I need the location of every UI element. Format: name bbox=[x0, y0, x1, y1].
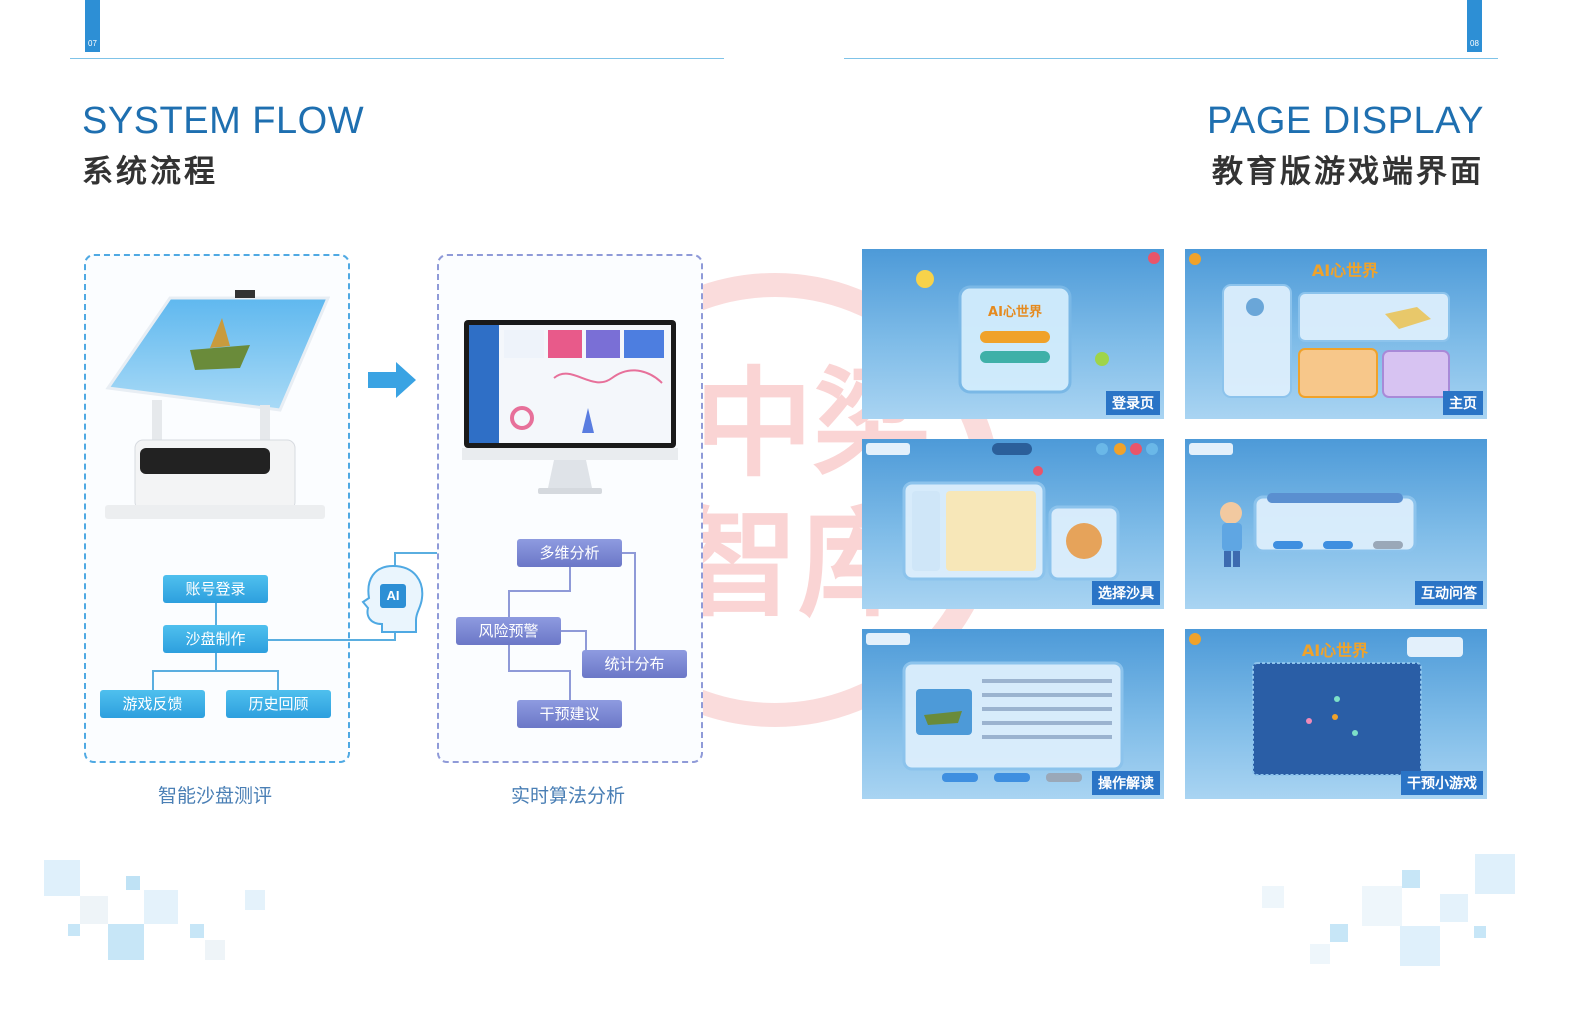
section-title-en-left: SYSTEM FLOW bbox=[82, 100, 365, 142]
screen-interpretation: 操作解读 bbox=[862, 629, 1164, 799]
decor-square bbox=[205, 940, 225, 960]
screen-label: 登录页 bbox=[1106, 391, 1160, 415]
decor-square bbox=[1440, 894, 1468, 922]
connector bbox=[585, 630, 587, 650]
connector bbox=[152, 670, 278, 672]
flow-multi-analysis: 多维分析 bbox=[517, 539, 622, 567]
flow-intervention: 干预建议 bbox=[517, 700, 622, 728]
decor-square bbox=[80, 896, 108, 924]
decor-square bbox=[190, 924, 204, 938]
decor-square bbox=[1402, 870, 1420, 888]
screen-label: 互动问答 bbox=[1415, 581, 1483, 605]
top-rule-left bbox=[70, 58, 724, 59]
section-title-en-right: PAGE DISPLAY bbox=[1206, 100, 1484, 142]
connector bbox=[215, 603, 217, 625]
decor-square bbox=[126, 876, 140, 890]
screen-intervention-game: AI心世界 干预小游戏 bbox=[1185, 629, 1487, 799]
decor-square bbox=[1474, 926, 1486, 938]
home-scene bbox=[1189, 253, 1450, 398]
decor-square bbox=[68, 924, 80, 936]
connector bbox=[277, 670, 279, 690]
caption-sandbox: 智能沙盘测评 bbox=[158, 785, 273, 807]
connector bbox=[508, 670, 571, 672]
section-title-cn-right: 教育版游戏端界面 bbox=[1212, 154, 1484, 190]
intervention-game-scene bbox=[1189, 633, 1463, 776]
arrow-right-icon bbox=[368, 362, 416, 398]
connector bbox=[268, 639, 396, 641]
game-logo: AI心世界 bbox=[1311, 261, 1379, 280]
flow-login: 账号登录 bbox=[163, 575, 268, 603]
screen-label: 选择沙具 bbox=[1092, 581, 1160, 605]
decor-square bbox=[1362, 886, 1402, 926]
dashboard-monitor-image bbox=[462, 320, 678, 494]
connector bbox=[561, 630, 587, 632]
decor-square bbox=[1262, 886, 1284, 908]
decor-square bbox=[1475, 854, 1515, 894]
flow-game-feedback: 游戏反馈 bbox=[100, 690, 205, 718]
flow-stat-distribution: 统计分布 bbox=[582, 650, 687, 678]
screen-label: 操作解读 bbox=[1092, 771, 1160, 795]
screen-home: AI心世界 主页 bbox=[1185, 249, 1487, 419]
screen-qa: 互动问答 bbox=[1185, 439, 1487, 609]
connector bbox=[569, 567, 571, 591]
connector bbox=[634, 552, 636, 650]
flow-history: 历史回顾 bbox=[226, 690, 331, 718]
decor-square bbox=[1310, 944, 1330, 964]
top-rule-right bbox=[844, 58, 1498, 59]
section-title-cn-left: 系统流程 bbox=[82, 154, 218, 190]
caption-analysis: 实时算法分析 bbox=[511, 785, 626, 807]
screen-login: AI心世界 登录页 bbox=[862, 249, 1164, 419]
select-tools-scene bbox=[866, 443, 1158, 581]
qa-scene bbox=[1189, 443, 1417, 567]
screen-label: 干预小游戏 bbox=[1401, 771, 1483, 795]
flow-sandbox-make: 沙盘制作 bbox=[163, 625, 268, 653]
connector bbox=[569, 670, 571, 700]
connector bbox=[622, 552, 636, 554]
connector bbox=[215, 653, 217, 671]
decor-square bbox=[108, 924, 144, 960]
ai-head-icon bbox=[361, 564, 424, 633]
decor-square bbox=[1400, 926, 1440, 966]
login-scene bbox=[916, 252, 1160, 394]
connector bbox=[508, 590, 571, 592]
screen-label: 主页 bbox=[1443, 391, 1483, 415]
interpretation-scene bbox=[866, 633, 1124, 782]
connector bbox=[508, 590, 510, 617]
decor-square bbox=[144, 890, 178, 924]
game-logo: AI心世界 bbox=[988, 305, 1042, 320]
connector bbox=[508, 645, 510, 671]
decor-square bbox=[1330, 924, 1348, 942]
flow-risk-warning: 风险预警 bbox=[456, 617, 561, 645]
decor-square bbox=[44, 860, 80, 896]
decor-square bbox=[245, 890, 265, 910]
ai-badge: AI bbox=[386, 588, 400, 603]
page-number-right: 08 bbox=[1467, 0, 1482, 52]
connector bbox=[152, 670, 154, 690]
screen-select-tools: 选择沙具 bbox=[862, 439, 1164, 609]
page-number-left: 07 bbox=[85, 0, 100, 52]
game-logo: AI心世界 bbox=[1301, 641, 1369, 660]
sandbox-device-image bbox=[105, 290, 330, 519]
